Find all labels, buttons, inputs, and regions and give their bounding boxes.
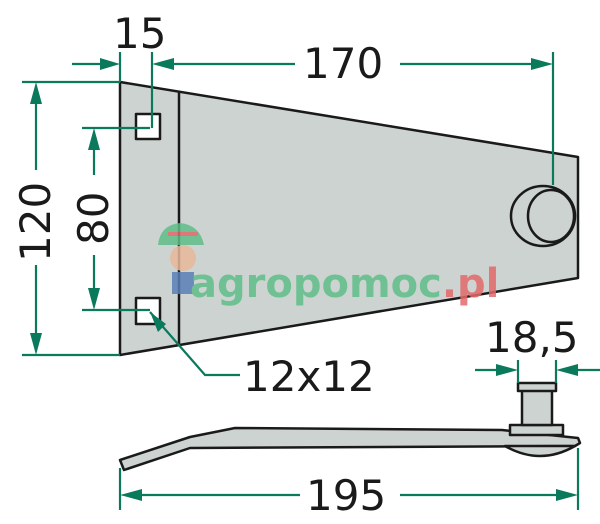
bolt-top-view xyxy=(509,184,577,248)
dimension-120: 120 xyxy=(11,80,120,357)
watermark-logo: agropomoc.pl xyxy=(158,223,499,307)
plate-side-view xyxy=(118,381,582,472)
dimension-80: 80 xyxy=(69,126,150,312)
dimension-label-120: 120 xyxy=(11,182,60,262)
dimension-label-18-5: 18,5 xyxy=(485,313,579,362)
plate-top-view xyxy=(118,80,580,357)
dimension-label-12x12: 12x12 xyxy=(243,352,375,401)
dimension-12x12: 12x12 xyxy=(149,311,375,401)
dimension-18-5: 18,5 xyxy=(475,313,600,383)
square-hole-top xyxy=(134,112,162,141)
dimension-label-80: 80 xyxy=(69,192,118,245)
dimension-label-15: 15 xyxy=(113,9,166,58)
dimension-170: 170 xyxy=(152,39,555,185)
dimension-15: 15 xyxy=(72,9,166,128)
dimension-label-195: 195 xyxy=(306,471,386,520)
dimension-195: 195 xyxy=(118,448,580,520)
dimension-label-170: 170 xyxy=(303,39,383,88)
watermark-text: agropomoc.pl xyxy=(190,261,499,307)
